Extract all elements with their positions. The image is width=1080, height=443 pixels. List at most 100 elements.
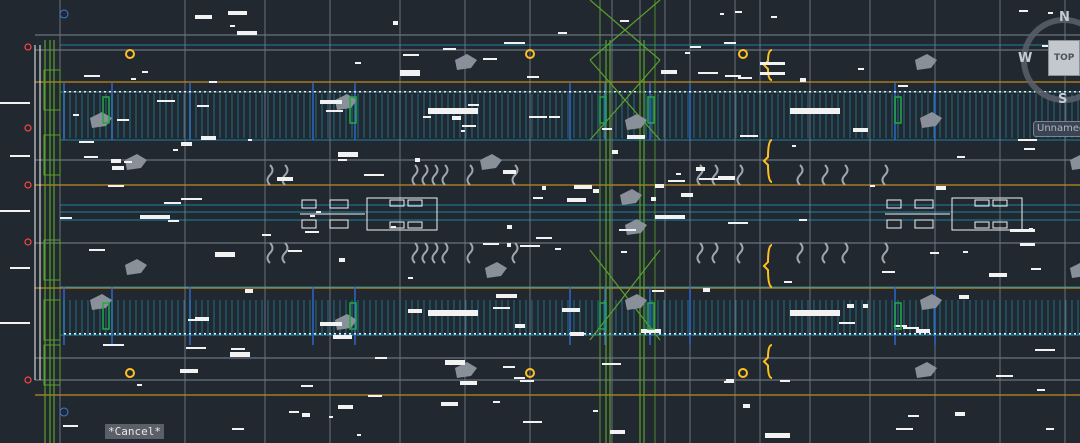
dotted-marker (109, 91, 111, 93)
tree-glyph (796, 164, 804, 186)
annotation-text-bar (1018, 139, 1037, 141)
annotation-text-bar (468, 104, 479, 106)
leaf-blob (915, 362, 937, 378)
dotted-marker (879, 333, 881, 335)
dotted-marker (634, 333, 636, 335)
tree-glyph (511, 242, 519, 264)
viewcube[interactable]: N W S TOP (1012, 8, 1080, 112)
dotted-marker (979, 91, 981, 93)
dotted-marker (199, 91, 201, 93)
dotted-marker (184, 333, 186, 335)
dotted-marker (124, 333, 126, 335)
compass-north-label[interactable]: N (1059, 10, 1070, 25)
dotted-marker (874, 333, 876, 335)
dotted-marker (1049, 91, 1051, 93)
dotted-marker (624, 91, 626, 93)
annotation-text-bar (415, 158, 420, 162)
dotted-marker (134, 91, 136, 93)
dotted-marker (234, 333, 236, 335)
annotation-text-bar (228, 11, 247, 15)
dotted-marker (479, 91, 481, 93)
dotted-marker (404, 91, 406, 93)
leaf-blob (455, 362, 477, 378)
annotation-text-bar (996, 375, 1013, 377)
dotted-marker (364, 91, 366, 93)
dotted-marker (144, 91, 146, 93)
dotted-marker (99, 333, 101, 335)
tree-glyph (281, 242, 289, 264)
dotted-marker (829, 91, 831, 93)
dotted-marker (124, 91, 126, 93)
tree-glyph (821, 242, 829, 264)
frame-box (43, 134, 61, 176)
dotted-marker (784, 333, 786, 335)
yellow-marker (125, 368, 135, 378)
dotted-marker (849, 333, 851, 335)
annotation-text-bar (305, 231, 319, 233)
dotted-marker (409, 333, 411, 335)
viewcube-top-face[interactable]: TOP (1048, 40, 1080, 76)
dotted-marker (799, 333, 801, 335)
annotation-text-bar (1046, 428, 1054, 430)
dotted-marker (174, 333, 176, 335)
dotted-marker (1014, 91, 1016, 93)
red-marker (24, 124, 32, 132)
dotted-marker (859, 333, 861, 335)
leaf-blob (125, 154, 147, 170)
leaf-blob (485, 262, 507, 278)
red-marker (24, 376, 32, 384)
annotation-text-bar (652, 290, 664, 292)
dotted-marker (1024, 333, 1026, 335)
dotted-marker (844, 91, 846, 93)
annotation-text-bar (668, 180, 685, 182)
annotation-text-bar (898, 85, 908, 87)
door-marker (894, 96, 902, 124)
tree-glyph (431, 164, 439, 186)
dotted-marker (584, 91, 586, 93)
dotted-marker (659, 333, 661, 335)
yellow-marker (125, 49, 135, 59)
viewcube-compass-ring-icon[interactable] (1012, 8, 1080, 112)
annotation-text-bar (621, 251, 627, 253)
dotted-marker (879, 91, 881, 93)
annotation-text-bar (620, 20, 629, 22)
leaf-blob (920, 112, 942, 128)
annotation-text-bar (503, 170, 516, 174)
dotted-marker (349, 333, 351, 335)
dotted-marker (499, 91, 501, 93)
dotted-marker (1019, 333, 1021, 335)
dotted-marker (154, 91, 156, 93)
label-block (445, 360, 465, 365)
dotted-marker (549, 333, 551, 335)
dotted-marker (589, 333, 591, 335)
dotted-marker (449, 91, 451, 93)
dotted-marker (174, 91, 176, 93)
dotted-marker (974, 91, 976, 93)
compass-south-label[interactable]: S (1058, 92, 1068, 107)
leaf-blob (920, 294, 942, 310)
dotted-marker (284, 333, 286, 335)
yellow-bracket (762, 344, 773, 379)
annotation-text-bar (957, 156, 965, 158)
annotation-text-bar (493, 401, 500, 403)
dotted-marker (869, 91, 871, 93)
annotation-text-bar (507, 243, 511, 247)
dotted-marker (424, 333, 426, 335)
dotted-marker (94, 333, 96, 335)
dotted-marker (864, 333, 866, 335)
compass-west-label[interactable]: W (1018, 51, 1033, 66)
annotation-text-bar (681, 193, 693, 197)
dotted-marker (819, 333, 821, 335)
leaf-blob (335, 94, 357, 110)
dotted-marker (229, 91, 231, 93)
dotted-marker (369, 333, 371, 335)
dotted-marker (649, 91, 651, 93)
dotted-marker (359, 91, 361, 93)
dotted-marker (204, 91, 206, 93)
ucs-menu-button[interactable]: Unnamed (1033, 121, 1080, 137)
dotted-marker (314, 333, 316, 335)
dotted-marker (1039, 333, 1041, 335)
grid-bubble (59, 407, 69, 417)
